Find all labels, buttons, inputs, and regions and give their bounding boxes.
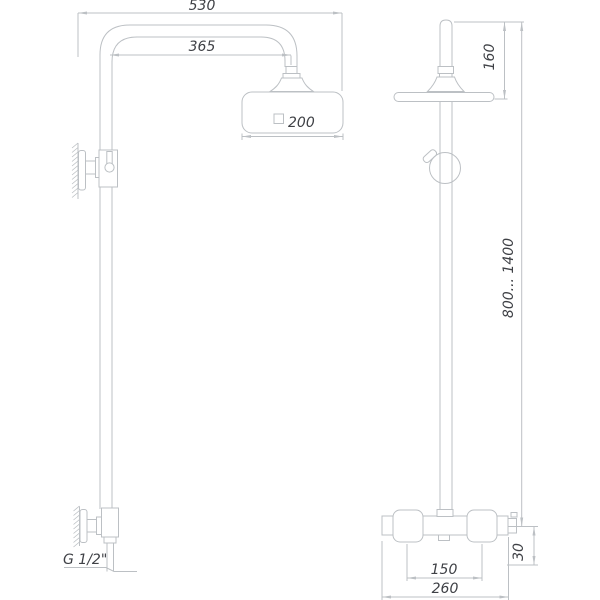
dim-30-label: 30 [511, 543, 527, 561]
dim-365-label: 365 [189, 39, 216, 55]
thread-leader-line [64, 567, 137, 572]
mixer-side-nub [510, 512, 518, 518]
dim-530-label: 530 [189, 0, 216, 14]
dimensions: 530 365 160 800... 1400 [63, 0, 538, 600]
diverter-knob [429, 152, 461, 184]
inlet-elbow-nut [103, 536, 117, 544]
head-collar [282, 73, 301, 79]
head-disc-side [393, 92, 495, 102]
dimension-530: 530 [77, 0, 343, 91]
head-neck [285, 66, 298, 74]
wall-bracket-upper [71, 142, 118, 199]
head-plate [241, 91, 344, 134]
dimension-30: 30 [507, 526, 538, 566]
front-view: 200 [71, 24, 344, 572]
wall-flange-upper [78, 150, 86, 191]
wall-flange-lower [79, 509, 88, 543]
dim-160-label: 160 [482, 44, 498, 71]
dim-200-label: 200 [288, 115, 315, 131]
mixer-handle-left [392, 509, 424, 543]
bracket-arm-lower [86, 519, 98, 533]
thread-label: G 1/2" [63, 552, 107, 568]
slider-slot [106, 151, 113, 164]
bracket-arm-upper [85, 160, 96, 175]
head-cone-side [426, 76, 466, 92]
dimension-150: 150 [406, 544, 483, 581]
shower-head-side [393, 66, 495, 102]
mixer-handle-right [466, 509, 498, 543]
mixer-body [381, 509, 518, 543]
shower-head-front: 200 [241, 66, 344, 134]
dimension-260: 260 [381, 537, 509, 600]
column-pipe [439, 19, 453, 510]
wall-bracket-lower [73, 505, 119, 572]
riser-pipe-outer [99, 24, 298, 509]
square-symbol-icon [273, 113, 284, 124]
dim-260-label: 260 [432, 581, 459, 597]
dimension-200 [241, 133, 344, 140]
head-neck-side [439, 73, 453, 78]
inlet-elbow-body [101, 507, 119, 538]
mixer-side-connector [507, 518, 517, 534]
wall-hatch-lower [73, 505, 80, 548]
thread-callout: G 1/2" [63, 552, 137, 572]
mixer-hose-outlet [438, 534, 450, 541]
dimension-160: 160 [454, 21, 524, 100]
side-view [381, 19, 518, 543]
wall-hatch-upper [71, 142, 79, 198]
diverter-valve [422, 149, 461, 184]
dim-height-range-label: 800... 1400 [501, 238, 517, 318]
dim-150-label: 150 [431, 562, 458, 578]
slider-knob [104, 162, 115, 173]
head-cone [268, 77, 316, 92]
mixer-center-nut [436, 509, 454, 517]
head-collar-side [437, 66, 454, 74]
riser-pipe-inner [111, 36, 286, 509]
dimension-365: 365 [110, 39, 292, 65]
dimension-800-1400: 800... 1400 [501, 22, 524, 527]
